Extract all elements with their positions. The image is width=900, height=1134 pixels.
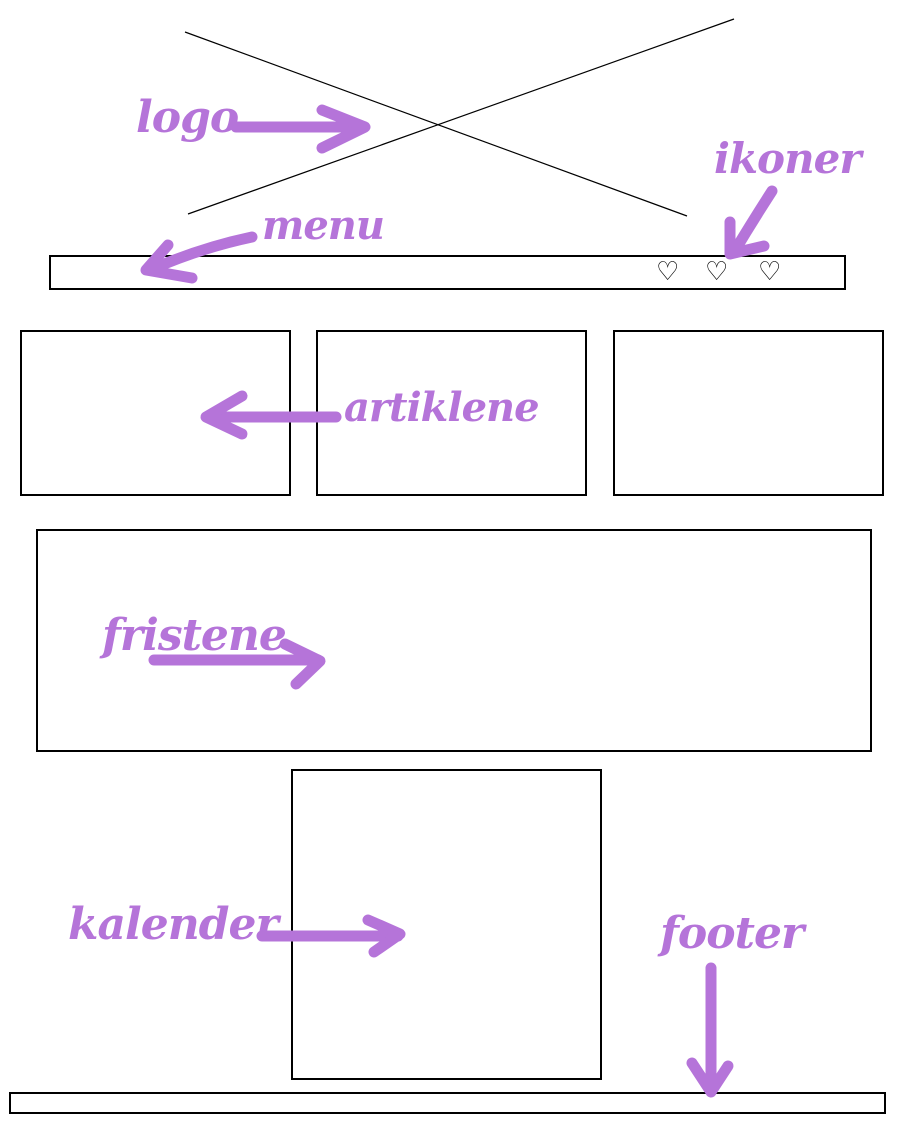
artiklene-label: artiklene xyxy=(344,384,540,431)
heart-icon[interactable]: ♡ xyxy=(705,257,729,287)
ikoner-arrow xyxy=(728,185,778,258)
kalender-label: kalender xyxy=(68,899,279,950)
fristene-label: fristene xyxy=(102,610,287,661)
calendar-box[interactable] xyxy=(291,769,602,1080)
ikoner-label: ikoner xyxy=(714,134,861,183)
footer-bar[interactable] xyxy=(9,1092,886,1114)
menu-bar[interactable] xyxy=(49,255,846,290)
article-box-3[interactable] xyxy=(613,330,884,496)
heart-icon[interactable]: ♡ xyxy=(656,257,680,287)
deadlines-box[interactable] xyxy=(36,529,872,752)
logo-label: logo xyxy=(136,92,239,143)
heart-icon[interactable]: ♡ xyxy=(758,257,782,287)
article-box-1[interactable] xyxy=(20,330,291,496)
footer-label: footer xyxy=(660,908,804,959)
menu-label: menu xyxy=(262,202,385,249)
